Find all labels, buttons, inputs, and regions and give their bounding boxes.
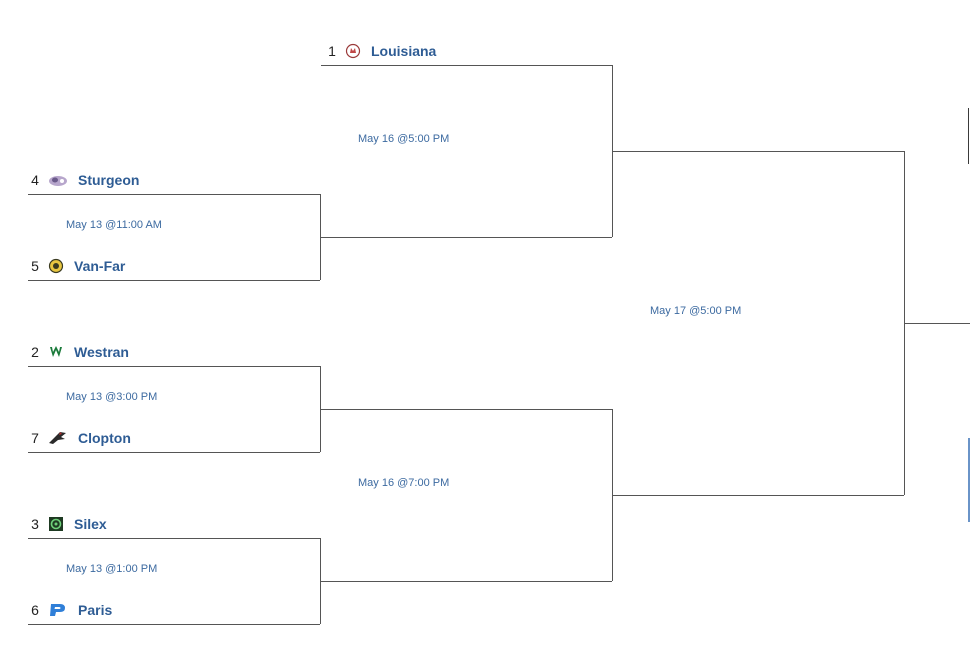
silex-logo-icon <box>48 516 64 532</box>
team-name-link[interactable]: Paris <box>78 602 113 618</box>
bracket-line <box>612 409 613 581</box>
team-name-link[interactable]: Westran <box>74 344 129 360</box>
game-time-link[interactable]: May 13 @1:00 PM <box>66 563 158 575</box>
bracket-line <box>321 409 612 410</box>
team-louisiana[interactable]: 1 Louisiana <box>325 40 436 62</box>
paris-logo-icon <box>48 602 68 618</box>
bracket-line <box>321 237 612 238</box>
bracket-line <box>28 366 320 367</box>
van-far-logo-icon <box>48 258 64 274</box>
louisiana-logo-icon <box>345 43 361 59</box>
bracket-line <box>320 366 321 452</box>
bracket-line <box>28 280 320 281</box>
bracket-line <box>321 65 612 66</box>
game-time-link[interactable]: May 17 @5:00 PM <box>650 305 742 317</box>
bracket-line <box>28 538 320 539</box>
offscreen-scroll-indicator <box>968 438 970 522</box>
bracket-line <box>905 323 970 324</box>
team-paris[interactable]: 6 Paris <box>28 599 112 621</box>
seed-number: 1 <box>328 43 336 59</box>
team-clopton[interactable]: 7 Clopton <box>28 427 131 449</box>
bracket-line <box>28 624 320 625</box>
bracket-line <box>320 538 321 624</box>
seed-number: 5 <box>31 258 39 274</box>
game-time-link[interactable]: May 13 @3:00 PM <box>66 391 158 403</box>
team-name-link[interactable]: Louisiana <box>371 43 437 59</box>
seed-number: 7 <box>31 430 39 446</box>
team-westran[interactable]: 2 Westran <box>28 341 129 363</box>
game-time-link[interactable]: May 16 @5:00 PM <box>358 133 450 145</box>
team-name-link[interactable]: Sturgeon <box>78 172 140 188</box>
team-name-link[interactable]: Clopton <box>78 430 131 446</box>
bracket-line <box>612 65 613 237</box>
game-time-link[interactable]: May 16 @7:00 PM <box>358 477 450 489</box>
bracket-line <box>28 194 320 195</box>
team-name-link[interactable]: Silex <box>74 516 107 532</box>
team-silex[interactable]: 3 Silex <box>28 513 107 535</box>
team-name-link[interactable]: Van-Far <box>74 258 126 274</box>
sturgeon-logo-icon <box>48 172 68 188</box>
bracket-line <box>28 452 320 453</box>
seed-number: 4 <box>31 172 39 188</box>
bracket-line <box>904 151 905 495</box>
bracket-line <box>613 495 904 496</box>
bracket-line <box>321 581 612 582</box>
offscreen-bracket-line <box>968 108 969 164</box>
team-van-far[interactable]: 5 Van-Far <box>28 255 125 277</box>
westran-logo-icon <box>48 344 64 360</box>
seed-number: 3 <box>31 516 39 532</box>
seed-number: 6 <box>31 602 39 618</box>
team-sturgeon[interactable]: 4 Sturgeon <box>28 169 139 191</box>
bracket-line <box>613 151 904 152</box>
bracket-line <box>320 194 321 280</box>
seed-number: 2 <box>31 344 39 360</box>
clopton-logo-icon <box>48 430 68 446</box>
game-time-link[interactable]: May 13 @11:00 AM <box>66 219 162 231</box>
